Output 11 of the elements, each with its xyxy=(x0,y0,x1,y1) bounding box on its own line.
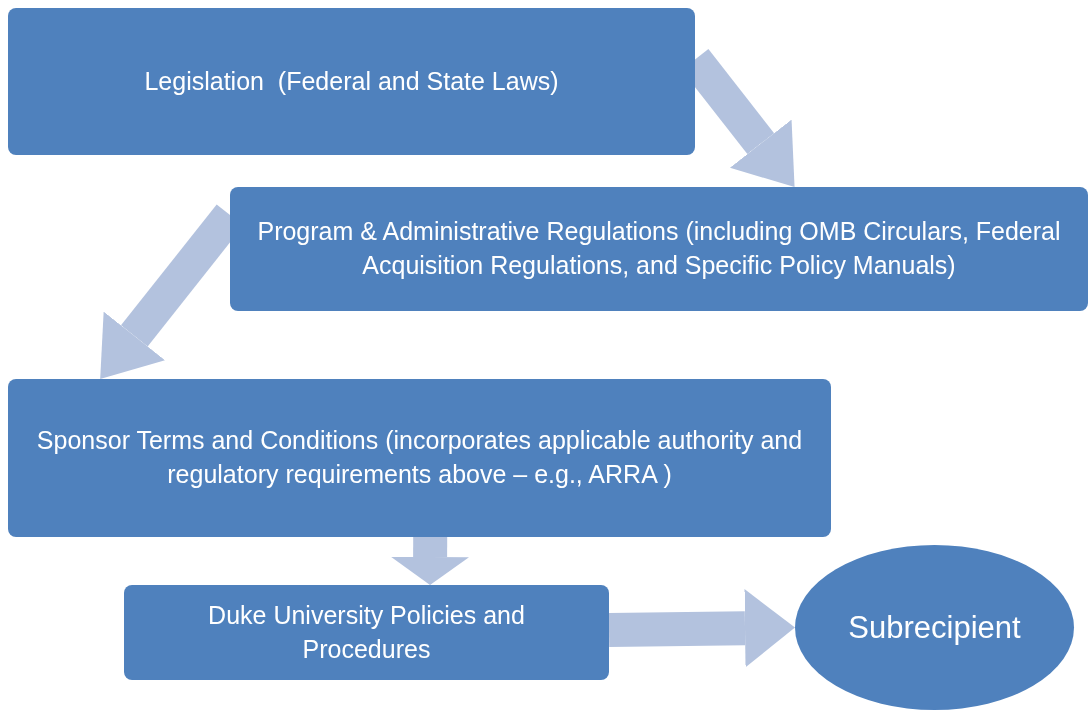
node-label: Duke University Policies and Procedures xyxy=(207,599,526,665)
block-arrow xyxy=(608,589,796,668)
block-arrow xyxy=(391,536,470,585)
node-label: Subrecipient xyxy=(848,608,1021,647)
node-label: Program & Administrative Regulations (including OMB Circulars, Federal Acquisition Regulations, and Specific Policy Manuals) xyxy=(256,216,1062,281)
node-label: Legislation (Federal and State Laws) xyxy=(144,65,559,97)
node-label: Sponsor Terms and Conditions (incorporates applicable authority and regulatory requirements above – e.g., ARRA ) xyxy=(35,425,804,490)
process-box xyxy=(124,585,609,680)
process-box xyxy=(8,8,695,155)
process-box xyxy=(230,187,1088,311)
process-box xyxy=(8,379,831,537)
